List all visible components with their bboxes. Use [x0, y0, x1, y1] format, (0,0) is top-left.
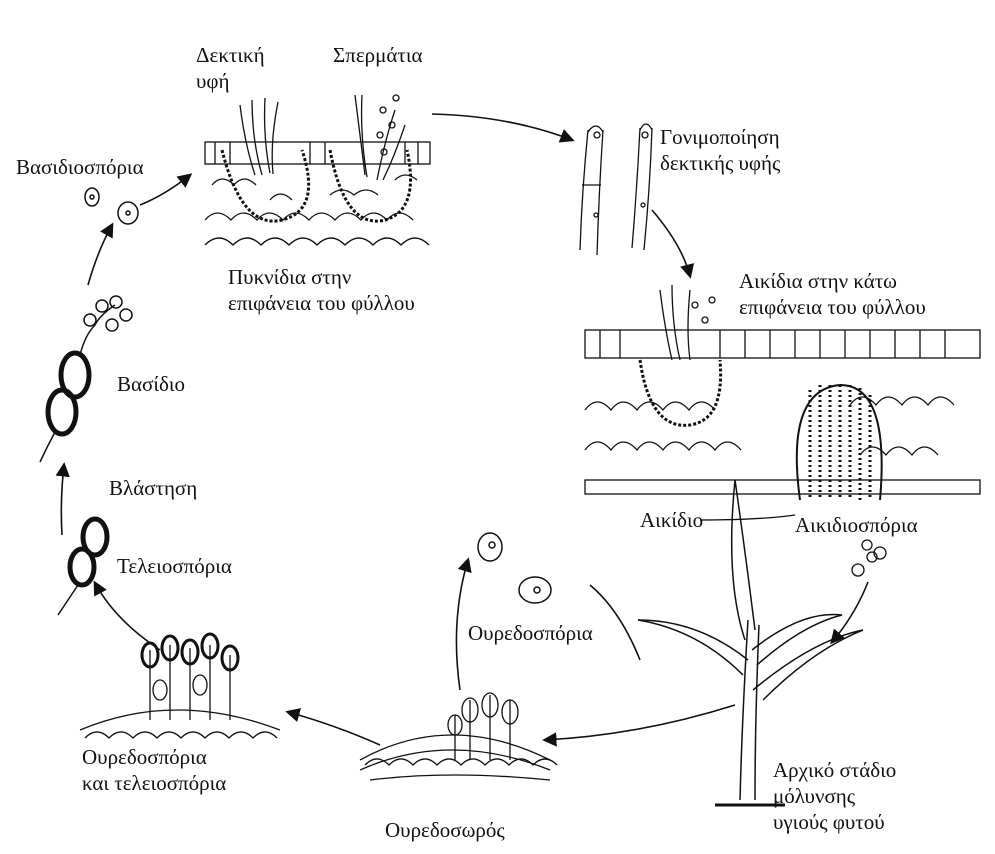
label-uredinio-telio: Ουρεδοσπόρια και τελειοσπόρια	[82, 744, 226, 796]
arrow-germination	[61, 465, 64, 535]
label-fertilization: Γονιμοποίηση δεκτικής υφής	[660, 124, 780, 176]
label-aecia-leaf: Αικίδια στην κάτω επιφάνεια του φύλλου	[739, 268, 926, 320]
aeciospores-illustration	[852, 540, 886, 576]
urediniospores-illustration	[478, 533, 551, 603]
arrow-pycnidia-to-fertilization	[432, 114, 572, 140]
label-teliospores: Τελειοσπόρια	[117, 553, 232, 579]
arrow-basidiospores-to-pycnidia	[140, 175, 190, 205]
arrow-fertilization-to-aecia	[652, 210, 690, 276]
label-uredinium: Ουρεδοσωρός	[385, 817, 505, 843]
pycnidia-illustration	[205, 95, 430, 245]
label-spermatia: Σπερμάτια	[333, 42, 422, 68]
uredinium-illustration	[360, 693, 557, 780]
label-urediniospores: Ουρεδοσπόρια	[468, 620, 593, 646]
label-initial-infection: Αρχικό στάδιο μόλυνσης υγιούς φυτού	[773, 757, 896, 835]
label-receptive-hypha: Δεκτική υφή	[196, 42, 265, 94]
label-germination: Βλάστηση	[109, 475, 197, 501]
arrow-plant-to-uredinium	[545, 705, 735, 740]
arrow-uredinium-to-telia	[288, 712, 380, 745]
arrow-telia-to-teliospore	[95, 583, 160, 650]
label-basidium: Βασίδιο	[117, 371, 185, 397]
arrow-basidium-to-basidiospores	[88, 225, 112, 285]
label-pycnidia: Πυκνίδια στην επιφάνεια του φύλλου	[228, 264, 415, 316]
label-basidiospores: Βασιδιοσπόρια	[16, 154, 144, 180]
teliospore-illustration	[58, 519, 107, 615]
aecia-illustration	[585, 285, 980, 520]
label-aeciospores: Αικιδιοσπόρια	[795, 512, 918, 538]
label-aecium: Αικίδιο	[640, 507, 703, 533]
basidiospores-illustration	[85, 188, 138, 224]
fertilization-illustration	[580, 124, 652, 255]
telia-illustration	[80, 634, 280, 738]
